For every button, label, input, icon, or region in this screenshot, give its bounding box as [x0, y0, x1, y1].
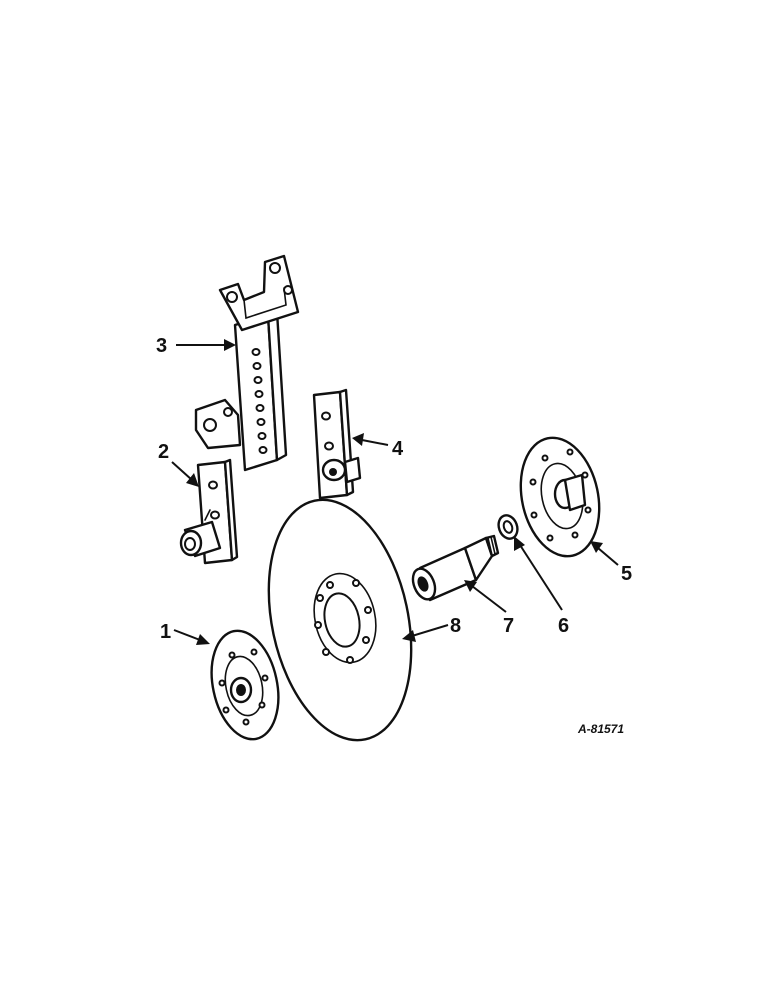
callout-leaders: [171, 339, 619, 645]
part-5-hub: [519, 436, 601, 558]
leader-5: [597, 547, 619, 566]
leader-8: [411, 624, 449, 637]
callout-2: 2: [158, 441, 169, 463]
arrow-4: [352, 433, 364, 446]
callout-1: 1: [160, 621, 171, 643]
part-6-washer: [497, 514, 519, 540]
leader-1: [173, 629, 201, 641]
part-4-plate: [312, 388, 362, 500]
callout-numbers: 3 4 2 1 8 7 6 5: [156, 335, 632, 643]
callout-5: 5: [621, 563, 632, 585]
callout-6: 6: [558, 615, 569, 637]
leader-7: [471, 585, 507, 613]
part-1-hub: [210, 629, 280, 741]
callout-3: 3: [156, 335, 167, 357]
part-2-plate: [179, 458, 239, 565]
arrow-8: [402, 630, 416, 642]
part-8-disc: [267, 498, 413, 742]
leader-6: [519, 544, 563, 611]
callout-7: 7: [503, 615, 514, 637]
arrow-6: [514, 536, 525, 551]
callout-8: 8: [450, 615, 461, 637]
leader-4: [361, 439, 389, 446]
arrow-3: [224, 339, 236, 351]
arrow-5: [590, 541, 603, 553]
reference-code: A-81571: [577, 722, 624, 736]
callout-4: 4: [392, 438, 404, 460]
arrow-1: [196, 634, 210, 645]
leader-2: [171, 461, 193, 481]
part-3-bracket: [194, 254, 300, 472]
part-7-spindle: [411, 534, 500, 602]
arrow-7: [464, 580, 477, 592]
arrow-2: [186, 473, 199, 487]
